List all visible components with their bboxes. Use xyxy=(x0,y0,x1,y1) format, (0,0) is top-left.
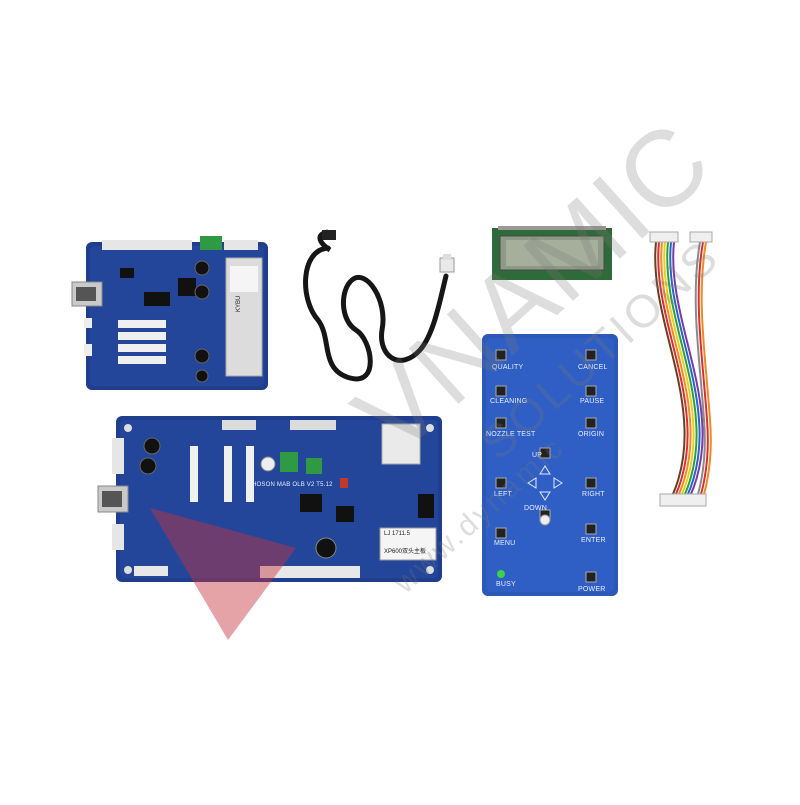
label-nozzle-test: NOZZLE TEST xyxy=(486,431,536,438)
label-cancel: CANCEL xyxy=(578,364,608,371)
label-up: UP xyxy=(532,452,543,459)
label-menu: MENU xyxy=(494,540,516,547)
lcd-module xyxy=(492,226,612,280)
label-right: RIGHT xyxy=(582,491,605,498)
usb-cable xyxy=(303,229,455,382)
sticker-top-text: LJ 1711.5 xyxy=(384,531,410,537)
control-panel-board xyxy=(482,334,618,596)
label-cleaning: CLEANING xyxy=(490,398,528,405)
label-busy: BUSY xyxy=(496,581,516,588)
label-down: DOWN xyxy=(524,505,547,512)
label-enter: ENTER xyxy=(581,537,606,544)
watermark-logo-triangle xyxy=(150,508,296,640)
ribbon-cable xyxy=(649,231,713,507)
sticker-bottom-text: XP600双头主板 xyxy=(384,549,427,555)
label-power: POWER xyxy=(578,586,606,593)
main-board xyxy=(97,416,442,582)
label-pause: PAUSE xyxy=(580,398,605,405)
head-board xyxy=(71,236,268,390)
main-board-silkscreen: HOSON MAB OLB V2 T5.12 xyxy=(252,482,333,488)
label-quality: QUALITY xyxy=(492,364,524,371)
label-origin: ORIGIN xyxy=(578,431,605,438)
head-board-label: KYBU xyxy=(236,295,242,312)
label-left: LEFT xyxy=(494,491,512,498)
